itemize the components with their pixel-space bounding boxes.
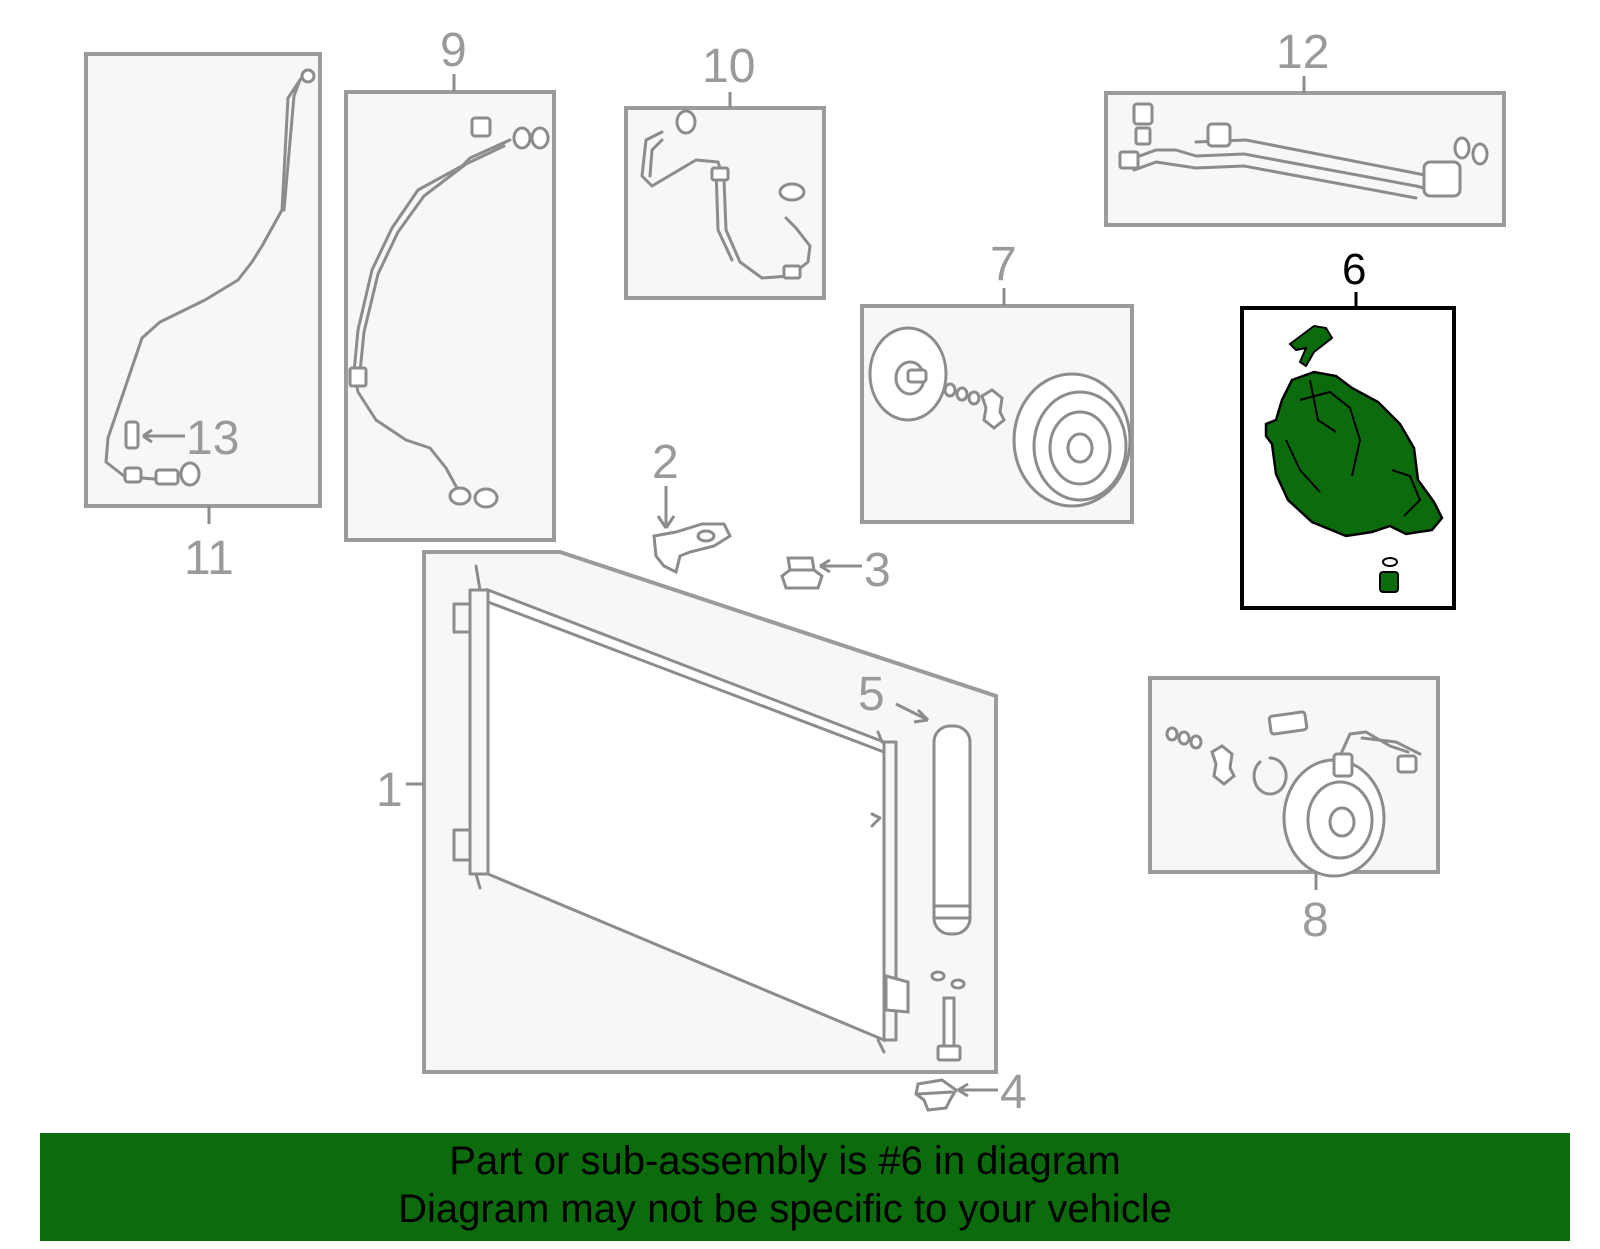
sensor-13 <box>124 420 140 450</box>
panel-9 <box>344 90 556 542</box>
part-9-group[interactable]: 9 <box>344 24 556 542</box>
callout-8: 8 <box>1302 894 1329 947</box>
part-10-group[interactable]: 10 <box>624 40 826 300</box>
callout-3: 3 <box>864 544 891 597</box>
bracket-6-icon <box>1288 324 1334 368</box>
callout-10: 10 <box>702 40 755 93</box>
callout-5: 5 <box>858 668 885 721</box>
snap-ring-7 <box>980 388 1006 430</box>
part-12-group[interactable]: 12 <box>1104 26 1506 227</box>
part-7-group[interactable]: 7 <box>860 238 1134 524</box>
hose-9 <box>352 138 512 492</box>
part-4-group[interactable]: 4 <box>914 1066 1027 1119</box>
part-1-group[interactable]: 5 1 <box>376 550 998 1074</box>
receiver-dryer-5 <box>930 724 972 1062</box>
relief-valve-icon <box>1379 571 1399 593</box>
callout-6: 6 <box>1342 245 1366 294</box>
footer-banner: Part or sub-assembly is #6 in diagram Di… <box>40 1133 1570 1241</box>
part-2-group[interactable]: 2 <box>652 436 732 575</box>
panel-12 <box>1104 91 1506 227</box>
callout-2: 2 <box>652 436 679 489</box>
callout-12: 12 <box>1276 26 1329 79</box>
bracket-2 <box>652 522 732 575</box>
panel-8 <box>1148 676 1440 874</box>
footer-line-1: Part or sub-assembly is #6 in diagram <box>449 1139 1121 1183</box>
callout-7: 7 <box>990 238 1017 291</box>
callout-4: 4 <box>1000 1066 1027 1119</box>
callout-13: 13 <box>186 412 239 465</box>
part-6-group[interactable]: 6 <box>1240 245 1456 610</box>
callout-9: 9 <box>440 24 467 77</box>
part-8-group[interactable]: 8 <box>1148 676 1440 947</box>
footer-line-2: Diagram may not be specific to your vehi… <box>398 1187 1172 1231</box>
callout-11: 11 <box>184 532 234 585</box>
part-11-group[interactable]: 13 11 <box>84 52 322 585</box>
snap-ring-8 <box>1252 756 1288 796</box>
hose-11 <box>104 70 308 482</box>
cushion-3 <box>780 556 824 590</box>
compressor-icon <box>1264 370 1444 538</box>
cushion-4 <box>914 1078 958 1112</box>
part-3-group[interactable]: 3 <box>780 544 891 597</box>
hose-10 <box>640 130 812 280</box>
o-ring-11 <box>179 461 201 487</box>
callout-1: 1 <box>376 764 403 817</box>
